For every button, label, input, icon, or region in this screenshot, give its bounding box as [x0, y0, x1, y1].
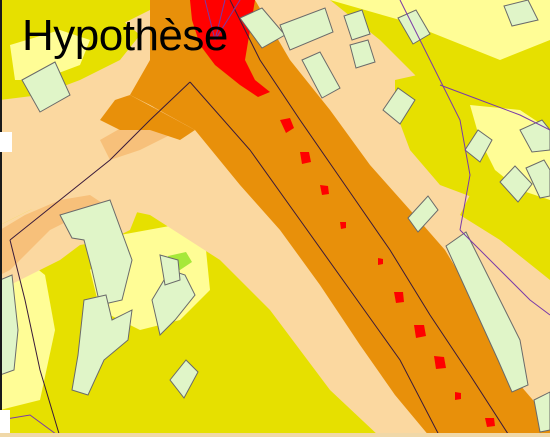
- building-11: [525, 159, 550, 199]
- building-21: [169, 359, 199, 399]
- building-12: [503, 0, 539, 27]
- building-14: [407, 195, 439, 233]
- road-lines: [9, 0, 511, 437]
- building-5: [343, 9, 371, 41]
- building-9: [464, 129, 493, 163]
- zone-lowest-island-topleft: [10, 30, 90, 80]
- boundary-top-fan-3: [204, 0, 216, 41]
- frame-left-edge: [0, 0, 2, 437]
- boundary-left-bottom: [0, 414, 61, 437]
- cross-line: [9, 81, 191, 241]
- frame-left-tick: [0, 132, 12, 152]
- building-18: [71, 294, 133, 396]
- boundary-right-3: [459, 229, 550, 316]
- frame-left-tick-bottom: [0, 410, 10, 437]
- building-20: [159, 254, 181, 286]
- boundary-right-1: [399, 0, 471, 231]
- building-7: [382, 87, 416, 125]
- frame-bottom-edge: [0, 433, 550, 437]
- boundary-top-fan-1: [214, 0, 226, 41]
- zone-high-left-arm: [100, 95, 195, 140]
- zone-very-high-spots: [280, 118, 495, 427]
- road-edge-line: [189, 81, 441, 437]
- zone-lowest-top-right: [330, 0, 550, 60]
- map-title: Hypothèse: [22, 11, 228, 60]
- cross-line-2: [9, 239, 61, 437]
- building-16: [533, 391, 550, 433]
- building-4: [301, 51, 341, 99]
- building-1: [21, 61, 71, 113]
- boundary-top-fan-2: [214, 0, 241, 41]
- building-15: [445, 231, 529, 393]
- boundary-right-2: [439, 84, 550, 131]
- building-22: [0, 274, 19, 376]
- building-3: [279, 7, 334, 51]
- building-10: [499, 165, 533, 203]
- building-13: [519, 119, 550, 153]
- building-6: [349, 39, 376, 69]
- road-centerline: [229, 0, 511, 437]
- zone-high-road-corridor: [130, 0, 550, 437]
